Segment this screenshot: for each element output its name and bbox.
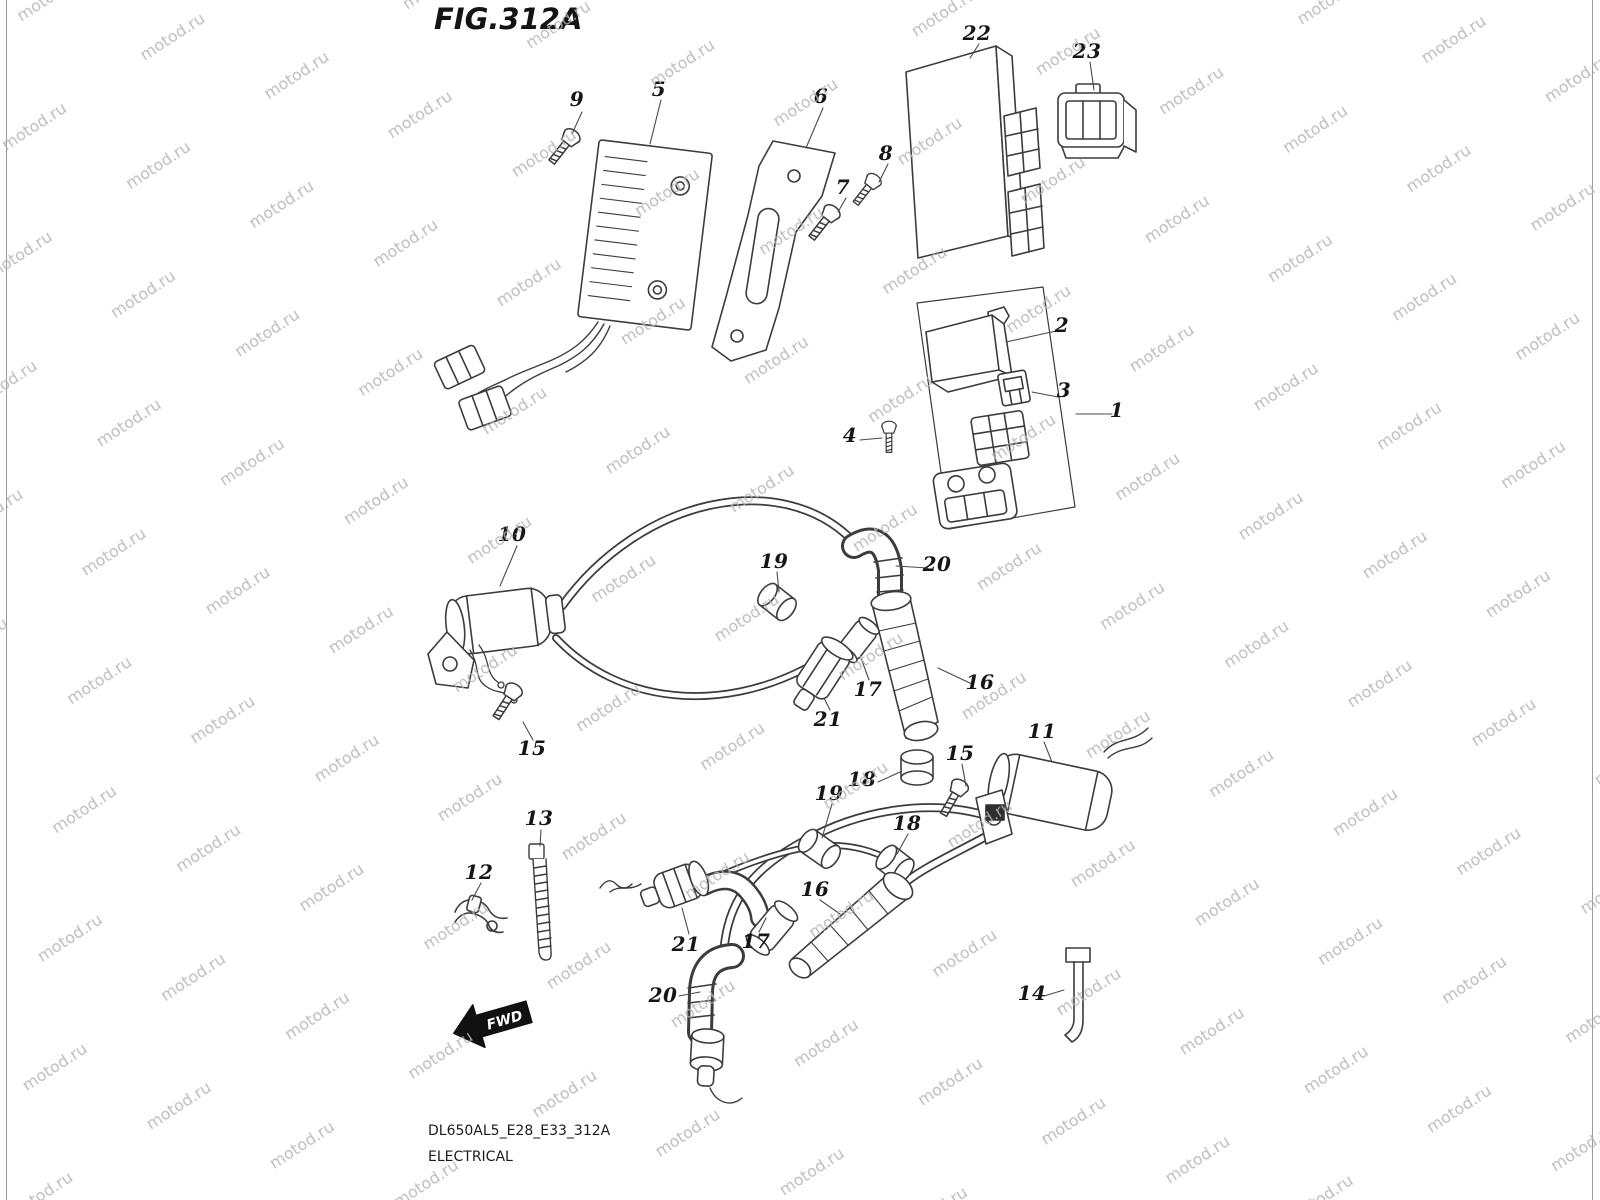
- connector-part-23: [1057, 83, 1137, 159]
- screw-part-4: [881, 420, 897, 454]
- harness-connector: [458, 385, 512, 431]
- ignition-coil-part-10: [427, 587, 566, 704]
- elbow-boot-part-20-bottom: [687, 943, 745, 1104]
- figure-code: DL650AL5_E28_E33_312A: [428, 1123, 611, 1139]
- footer: DL650AL5_E28_E33_312A ELECTRICAL: [428, 1118, 610, 1170]
- fuse-part-3: [997, 369, 1031, 407]
- figure-name: ELECTRICAL: [428, 1149, 513, 1165]
- cable-tie-part-13: [528, 843, 552, 961]
- starter-relay: [932, 462, 1018, 530]
- fuse-holder: [970, 410, 1030, 466]
- plug-boot-part-16-top: [870, 590, 939, 742]
- clamp-part-12: [454, 894, 508, 934]
- bolt-part-9: [543, 124, 584, 169]
- ignition-coil-part-11: [975, 727, 1153, 845]
- regulator-part-5: [577, 139, 713, 331]
- bolt-part-15: [487, 679, 526, 724]
- ecu-part-22: [905, 45, 1045, 259]
- plug-cap-part-21-bottom: [639, 860, 710, 909]
- bracket-part-6: [711, 140, 836, 362]
- plug-cap-part-18-top: [900, 749, 934, 786]
- band-part-14: [1064, 947, 1091, 1043]
- harness-connector: [433, 344, 486, 390]
- screw-part-8: [848, 170, 885, 210]
- fwd-arrow: FWD: [453, 1000, 533, 1049]
- grommet-part-19-bottom: [797, 828, 842, 870]
- figure-title: FIG.312A: [434, 2, 583, 36]
- relay-box-part-1: [916, 286, 1076, 530]
- plug-boot-part-16-bottom: [788, 871, 914, 979]
- grommet-part-19-top: [757, 582, 797, 622]
- lead-wire: [599, 880, 642, 893]
